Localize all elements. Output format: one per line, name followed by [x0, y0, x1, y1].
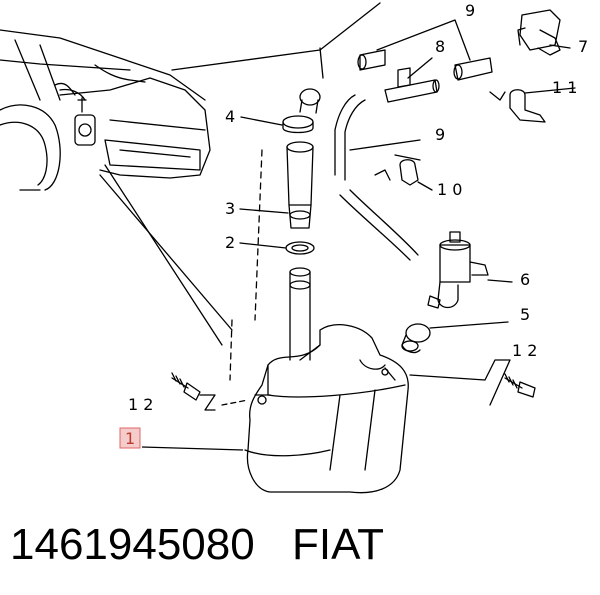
callout-9-mid: 9	[435, 125, 445, 144]
brand-name: FIAT	[292, 520, 385, 569]
callout-7: 7	[578, 37, 588, 56]
callout-5: 5	[520, 305, 530, 324]
hose-clip-10	[374, 154, 421, 186]
callout-1: 1	[125, 429, 135, 448]
seal-ring	[285, 241, 315, 255]
spray-nozzle	[517, 9, 561, 56]
callout-9-top: 9	[465, 1, 475, 20]
filler-cap	[282, 88, 321, 134]
hose-clip-11	[489, 89, 546, 123]
vehicle-front-illustration	[0, 29, 211, 191]
part-number: 1461945080	[10, 520, 255, 569]
hose-main	[334, 94, 419, 261]
bolt-right	[504, 373, 536, 398]
callout-4: 4	[225, 107, 235, 126]
washer-pump	[427, 231, 489, 309]
leader-line	[99, 174, 233, 331]
filler-tube	[289, 267, 311, 361]
hose-connector	[357, 49, 493, 81]
callout-3: 3	[225, 199, 235, 218]
bolt-left	[171, 372, 201, 401]
t-connector	[384, 67, 440, 103]
washer-reservoir	[244, 324, 409, 494]
grommet	[401, 323, 431, 354]
callout-6: 6	[520, 270, 530, 289]
callout-12-right: 1 2	[512, 341, 537, 360]
callout-8: 8	[435, 37, 445, 56]
callout-11: 1 1	[552, 78, 577, 97]
filler-neck	[286, 141, 314, 229]
callout-12-left: 1 2	[128, 395, 153, 414]
callout-2: 2	[225, 233, 235, 252]
callout-1-highlight	[119, 427, 141, 449]
callout-10: 1 0	[437, 180, 462, 199]
